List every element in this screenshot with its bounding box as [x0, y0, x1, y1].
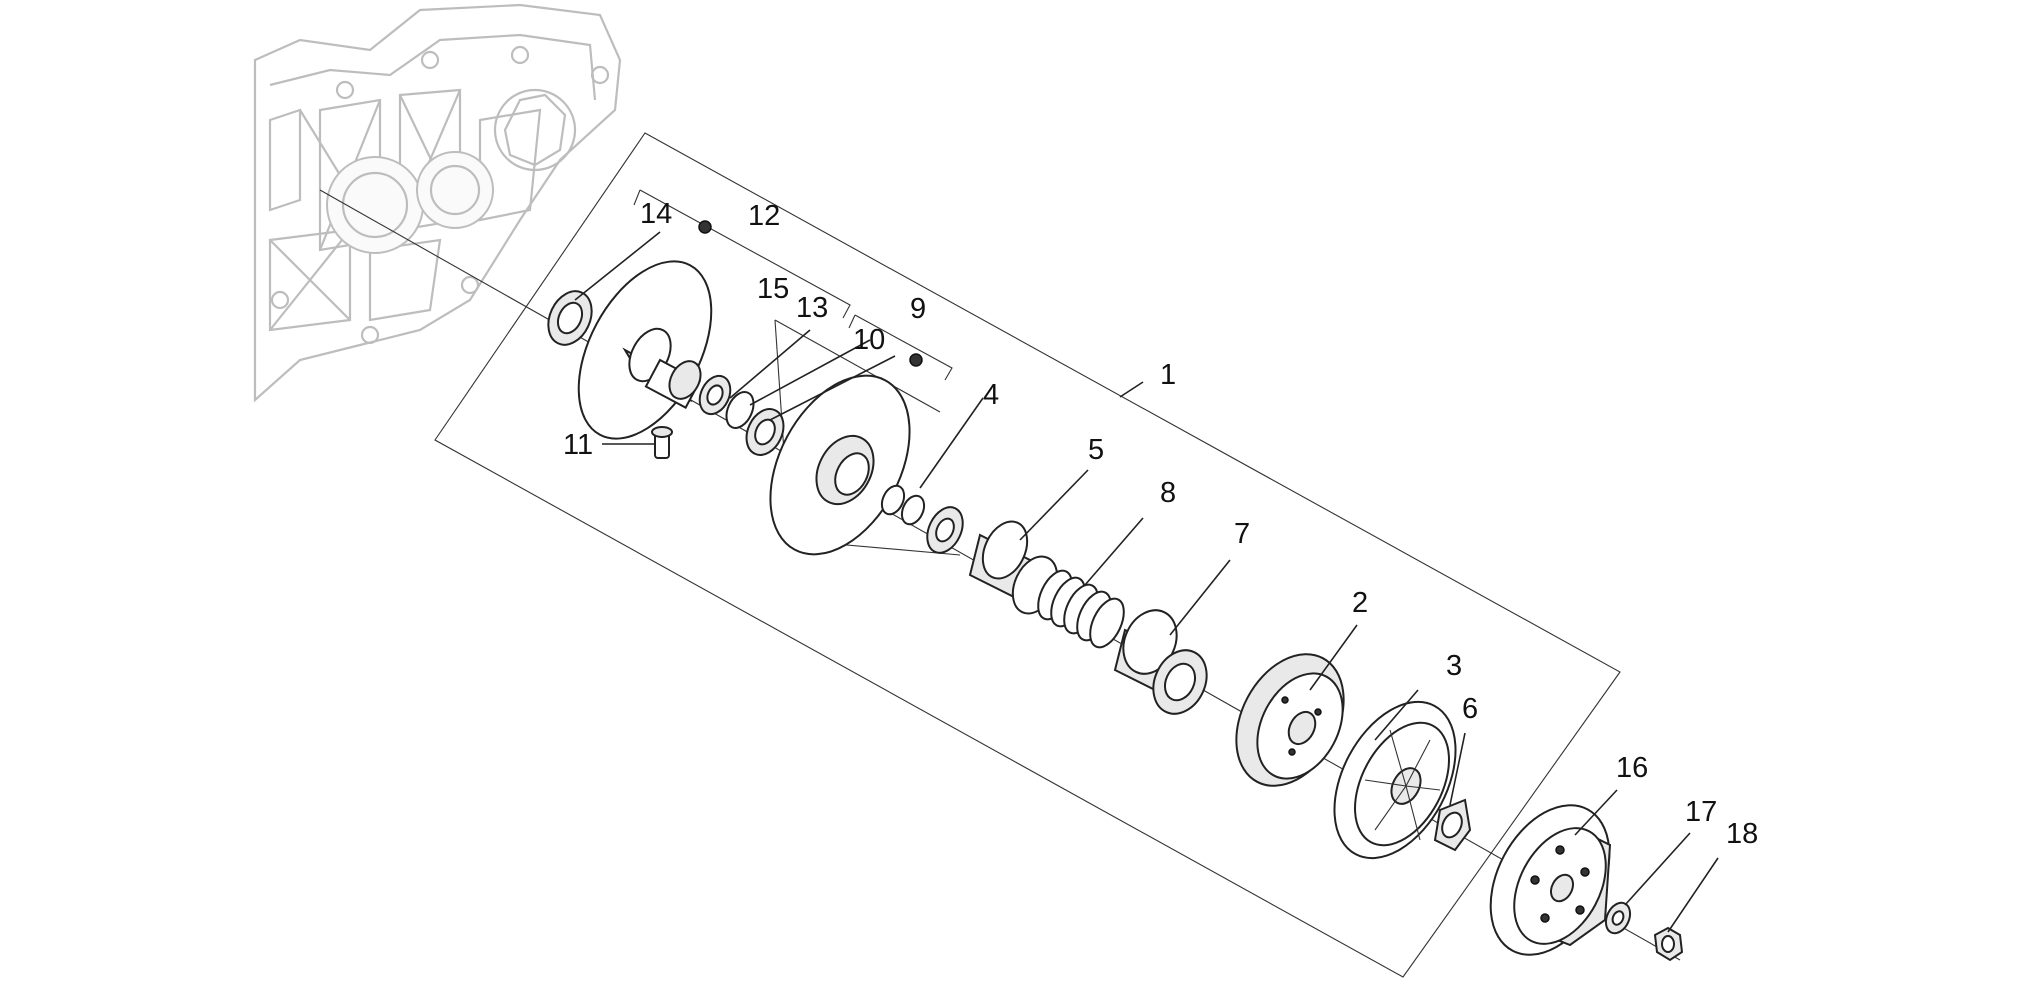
callout-14: 14: [640, 198, 672, 230]
part-15-bearing: [698, 374, 732, 416]
callout-10: 10: [853, 324, 885, 356]
callout-12: 12: [748, 200, 780, 232]
callout-17: 17: [1685, 796, 1717, 828]
part-18-nut: [1653, 926, 1684, 962]
part-17-washer: [1604, 901, 1632, 935]
leader-lines: [574, 231, 1719, 933]
callout-9: 9: [910, 293, 926, 325]
callout-15: 15: [757, 273, 789, 305]
callout-4: 4: [983, 379, 999, 411]
part-8-spring: [1037, 569, 1125, 649]
callout-labels: 1 2 3 4 5 6 7 8 9 10 11 12 13 14 15 16 1…: [563, 198, 1758, 850]
callout-7: 7: [1234, 518, 1250, 550]
part-13-circlip: [725, 391, 755, 429]
assembly-frame: [434, 132, 1621, 978]
part-11-screw: [651, 426, 673, 459]
part-5-sleeve: [968, 520, 1059, 615]
part-7-spring-cup: [1113, 609, 1208, 715]
callout-2: 2: [1352, 587, 1368, 619]
callout-1: 1: [1160, 359, 1176, 391]
part-2-clutch-shoes: [1235, 653, 1345, 787]
crankcase-housing: [253, 3, 622, 403]
part-4-o-rings: [880, 484, 964, 554]
callout-16: 16: [1616, 752, 1648, 784]
callout-13: 13: [796, 292, 828, 324]
callout-5: 5: [1088, 434, 1104, 466]
part-16-clutch-bell: [1489, 804, 1612, 956]
part-6-washer: [1433, 798, 1472, 852]
callout-11: 11: [563, 429, 593, 461]
callout-8: 8: [1160, 477, 1176, 509]
part-3-fan-drive-face: [1333, 700, 1457, 860]
callout-18: 18: [1726, 818, 1758, 850]
part-9-movable-pulley: [769, 353, 923, 556]
part-14-oil-seal: [547, 290, 593, 346]
callout-3: 3: [1446, 650, 1462, 682]
part-12-fixed-pulley: [577, 220, 713, 440]
callout-6: 6: [1462, 693, 1478, 725]
